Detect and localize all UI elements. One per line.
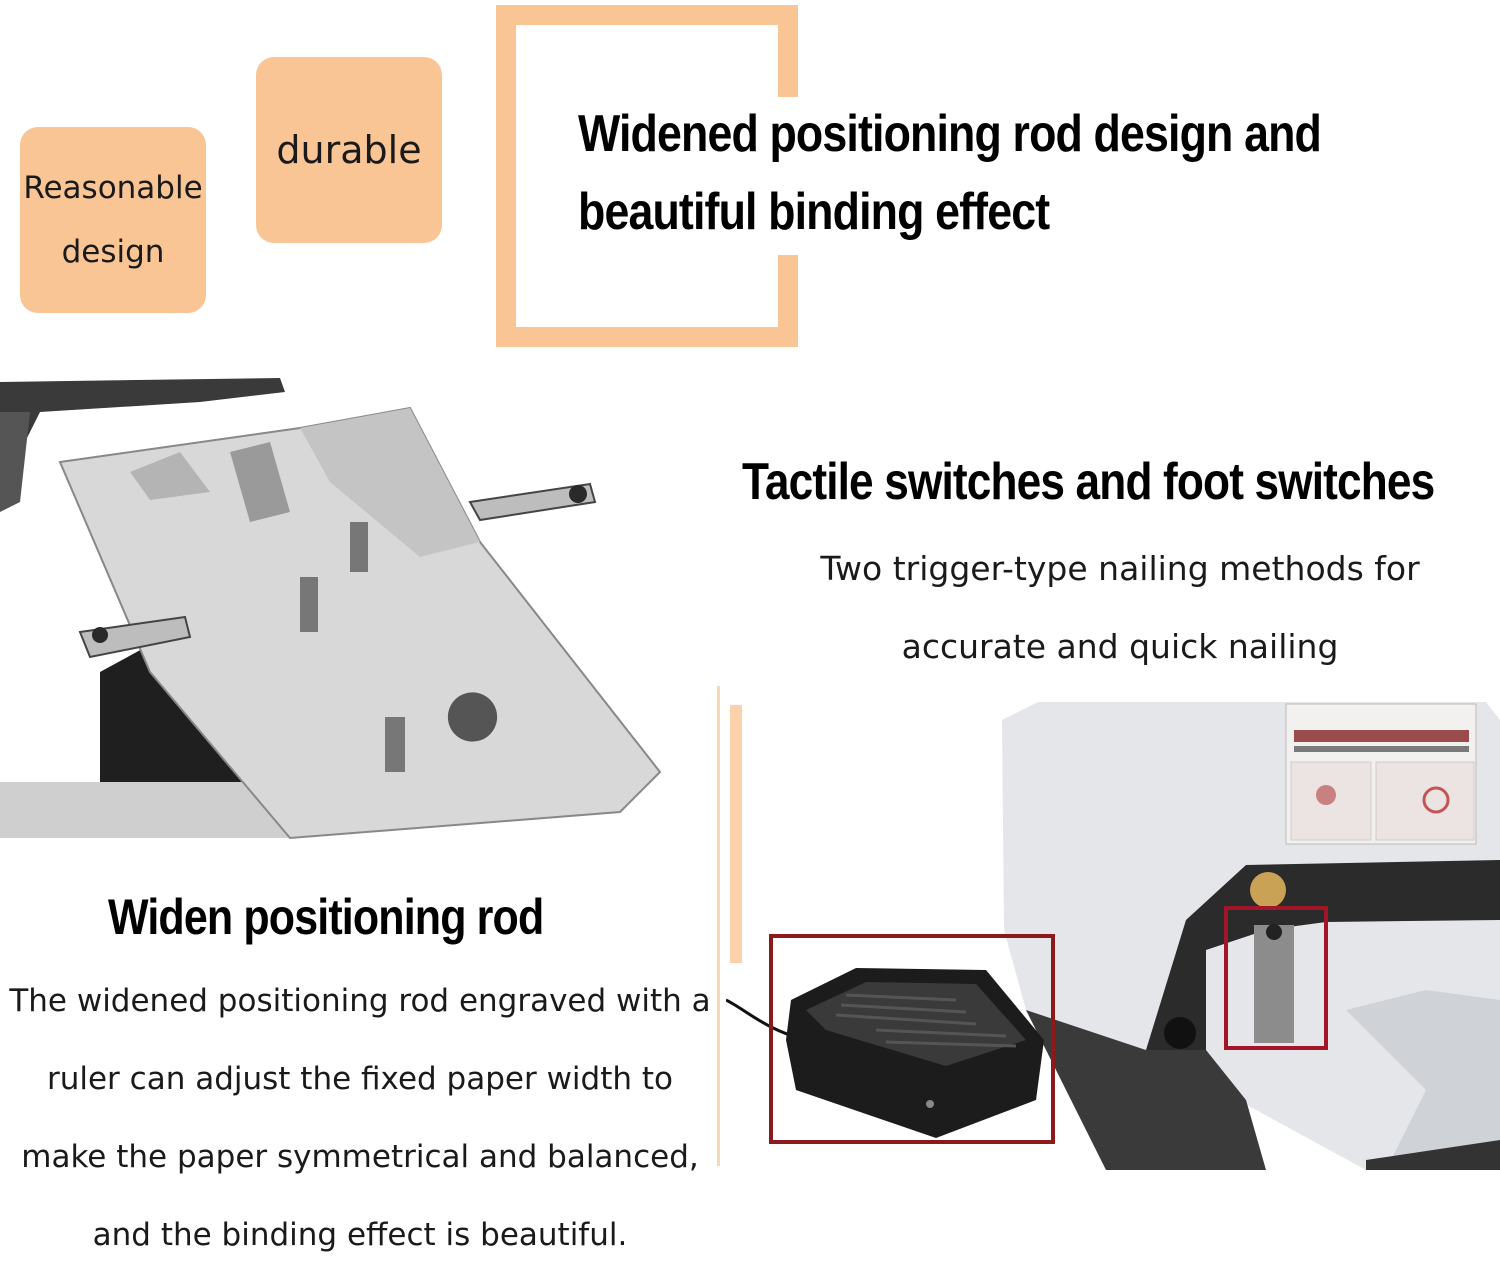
positioning-rod-image (0, 378, 662, 840)
switch-section-body: Two trigger-type nailing methods for acc… (820, 549, 1420, 666)
durable-tag: durable (256, 57, 442, 243)
headline: Widened positioning rod design and beaut… (578, 105, 1322, 241)
frame-right-bottom (778, 255, 798, 347)
rod-section-body: The widened positioning rod engraved wit… (9, 983, 711, 1253)
rod-section-title: Widen positioning rod (108, 889, 544, 945)
foot-switch-image (726, 702, 1500, 1170)
divider-line (717, 686, 720, 1166)
durable-label: durable (276, 128, 422, 172)
reasonable-design-label: Reasonable design (23, 170, 203, 270)
headline-frame (496, 5, 798, 347)
frame-right-top (778, 5, 798, 97)
reasonable-design-tag: Reasonable design (20, 127, 206, 313)
divider-bar (730, 705, 742, 963)
switch-section-title: Tactile switches and foot switches (742, 453, 1435, 511)
